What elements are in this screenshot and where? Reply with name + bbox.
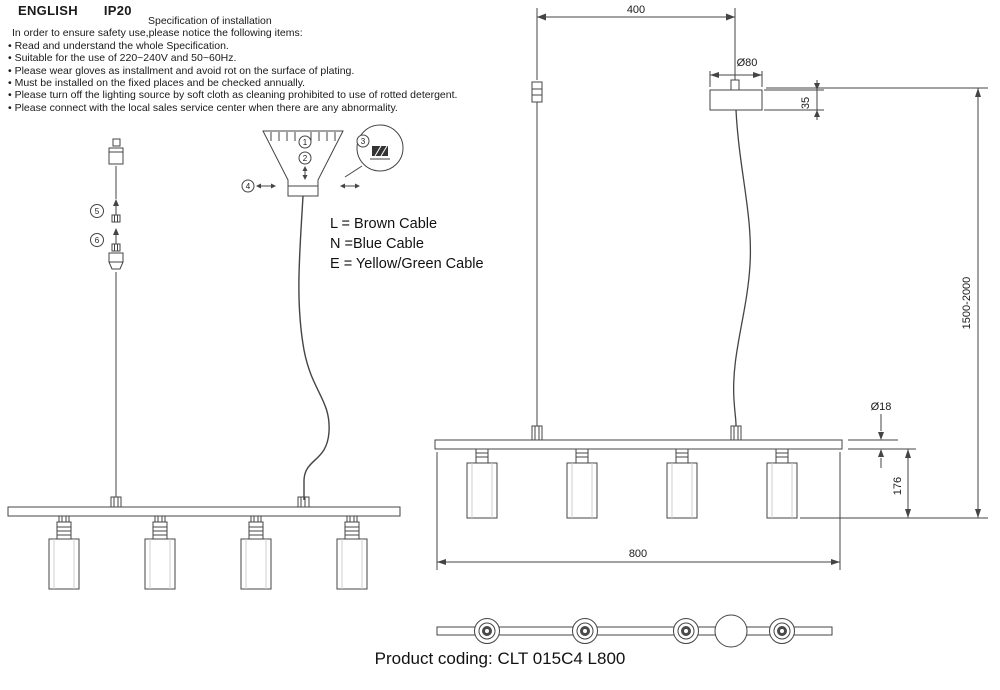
sheet-header: ENGLISH IP20 — [18, 3, 132, 18]
canopy-top-circle — [714, 614, 748, 648]
spot-top — [474, 618, 500, 644]
dim-d80-label: Ø80 — [737, 57, 758, 69]
spec-item: • Read and understand the whole Specific… — [8, 39, 229, 52]
cable-live-label: L = Brown Cable — [330, 216, 438, 232]
lamp-socket — [108, 252, 124, 270]
screw-direction-arrow — [302, 165, 308, 181]
pendant-shade — [566, 448, 598, 519]
callout-circle — [90, 233, 104, 247]
ip-rating-label: IP20 — [103, 3, 132, 18]
cable-neutral-label: N =Blue Cable — [330, 236, 424, 252]
hanging-parts-column — [90, 138, 124, 497]
spec-item: • Suitable for the use of 220~240V and 5… — [8, 52, 237, 65]
callout-1: 1 — [303, 138, 308, 147]
fixture-top-view — [436, 614, 833, 648]
dim-400-label: 400 — [627, 4, 645, 16]
pendant-shade — [336, 515, 368, 590]
pendant-shade — [466, 448, 498, 519]
left-suspension — [531, 81, 543, 441]
dimension-800 — [436, 452, 841, 570]
callout-5: 5 — [95, 207, 100, 216]
screw-icon — [111, 198, 121, 223]
callout-circle — [298, 151, 312, 165]
pendant-shade — [240, 515, 272, 590]
dim-d18-label: Ø18 — [871, 401, 892, 413]
fixture-bar-side — [434, 425, 843, 450]
callout-4: 4 — [246, 182, 251, 191]
spec-intro: In order to ensure safety use,please not… — [12, 27, 303, 40]
spot-top — [769, 618, 795, 644]
callout-3: 3 — [361, 137, 366, 146]
ceiling-canopy-funnel — [241, 130, 361, 197]
pendant-shade — [144, 515, 176, 590]
suspension-cable — [732, 109, 752, 427]
callout-circle — [241, 179, 255, 193]
canopy-side — [709, 50, 763, 111]
spec-title: Specification of installation — [148, 15, 272, 27]
callout-6: 6 — [95, 236, 100, 245]
language-label: ENGLISH — [18, 3, 78, 18]
dimension-d18 — [848, 414, 916, 468]
insert-direction-arrow — [339, 183, 361, 189]
dimension-35 — [764, 80, 824, 120]
magnifier-detail — [344, 124, 404, 178]
spec-item: • Must be installed on the fixed places … — [8, 77, 306, 90]
dimension-d80 — [709, 71, 763, 87]
dim-176-label: 176 — [892, 477, 904, 495]
power-cord — [298, 195, 330, 500]
fixture-bar-front — [7, 496, 401, 517]
dim-800-label: 800 — [629, 548, 647, 560]
cable-earth-label: E = Yellow/Green Cable — [330, 256, 484, 272]
spot-top — [673, 618, 699, 644]
product-coding: Product coding: CLT 015C4 L800 — [374, 649, 626, 668]
spec-item: • Please turn off the lighting source by… — [8, 89, 458, 102]
insert-direction-arrow — [255, 183, 277, 189]
installation-spec: Specification of installation In order t… — [8, 15, 498, 114]
pendant-shade — [766, 448, 798, 519]
spec-item: • Please connect with the local sales se… — [8, 101, 398, 114]
dimension-176 — [905, 449, 911, 518]
cable-legend: L = Brown Cable N =Blue Cable E = Yellow… — [330, 214, 484, 274]
callout-circle — [298, 135, 312, 149]
pendant-shade — [666, 448, 698, 519]
pendant-shade — [48, 515, 80, 590]
callout-circle — [90, 204, 104, 218]
dimension-range — [766, 87, 988, 519]
screw-icon — [111, 227, 121, 252]
fixture-bar-top — [436, 626, 833, 636]
spot-top — [572, 618, 598, 644]
dim-range-label: 1500-2000 — [961, 277, 973, 330]
dimension-400 — [536, 8, 736, 80]
callout-circle — [356, 134, 370, 148]
callout-2: 2 — [303, 154, 308, 163]
dim-35-label: 35 — [800, 97, 812, 109]
spec-item: • Please wear gloves as installment and … — [8, 64, 355, 77]
